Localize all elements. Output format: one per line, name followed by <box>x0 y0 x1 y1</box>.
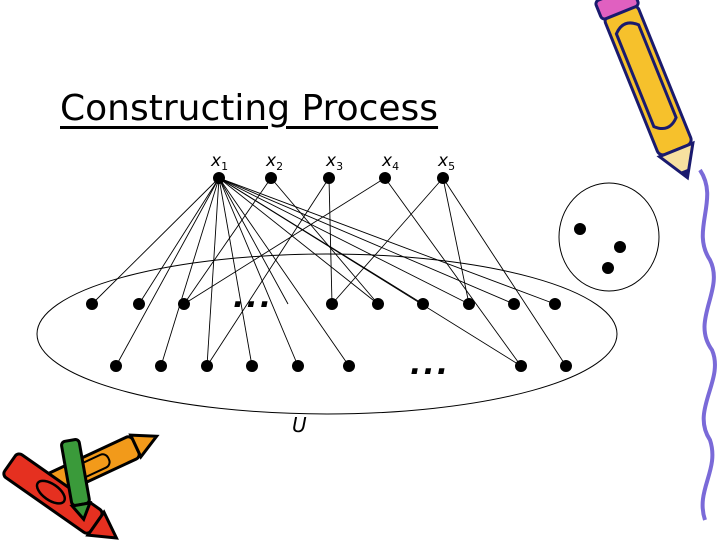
slide-title: Constructing Process <box>60 88 439 129</box>
element-node <box>417 298 429 310</box>
element-node <box>246 360 258 372</box>
universe-ellipse <box>36 253 618 415</box>
ellipsis-row-1: ... <box>233 280 273 315</box>
element-node <box>372 298 384 310</box>
label-x4: x4 <box>381 151 399 173</box>
node-x1 <box>213 172 225 184</box>
element-node <box>549 298 561 310</box>
element-node <box>133 298 145 310</box>
element-node <box>614 241 626 253</box>
label-x2: x2 <box>265 151 283 173</box>
label-x3: x3 <box>325 151 343 173</box>
node-x3 <box>323 172 335 184</box>
universe-row-1 <box>86 298 561 310</box>
label-x5: x5 <box>437 151 455 173</box>
element-node <box>201 360 213 372</box>
element-node <box>343 360 355 372</box>
element-node <box>463 298 475 310</box>
element-node <box>602 262 614 274</box>
ellipsis-row-2: ... <box>410 347 450 382</box>
element-node <box>574 223 586 235</box>
node-x5 <box>437 172 449 184</box>
element-node <box>515 360 527 372</box>
universe-label: U <box>292 413 307 437</box>
crayons-icon <box>2 433 160 540</box>
element-node <box>86 298 98 310</box>
element-node <box>178 298 190 310</box>
element-node <box>155 360 167 372</box>
extra-nodes <box>574 223 626 274</box>
universe-row-2 <box>110 360 572 372</box>
node-x4 <box>379 172 391 184</box>
label-x1: x1 <box>210 151 228 173</box>
element-node <box>508 298 520 310</box>
element-node <box>292 360 304 372</box>
element-node <box>560 360 572 372</box>
element-node <box>326 298 338 310</box>
element-node <box>110 360 122 372</box>
extra-elements-circle <box>558 182 660 292</box>
node-x2 <box>265 172 277 184</box>
edges <box>91 177 567 367</box>
top-nodes <box>213 172 449 184</box>
pencil-icon <box>594 0 717 521</box>
